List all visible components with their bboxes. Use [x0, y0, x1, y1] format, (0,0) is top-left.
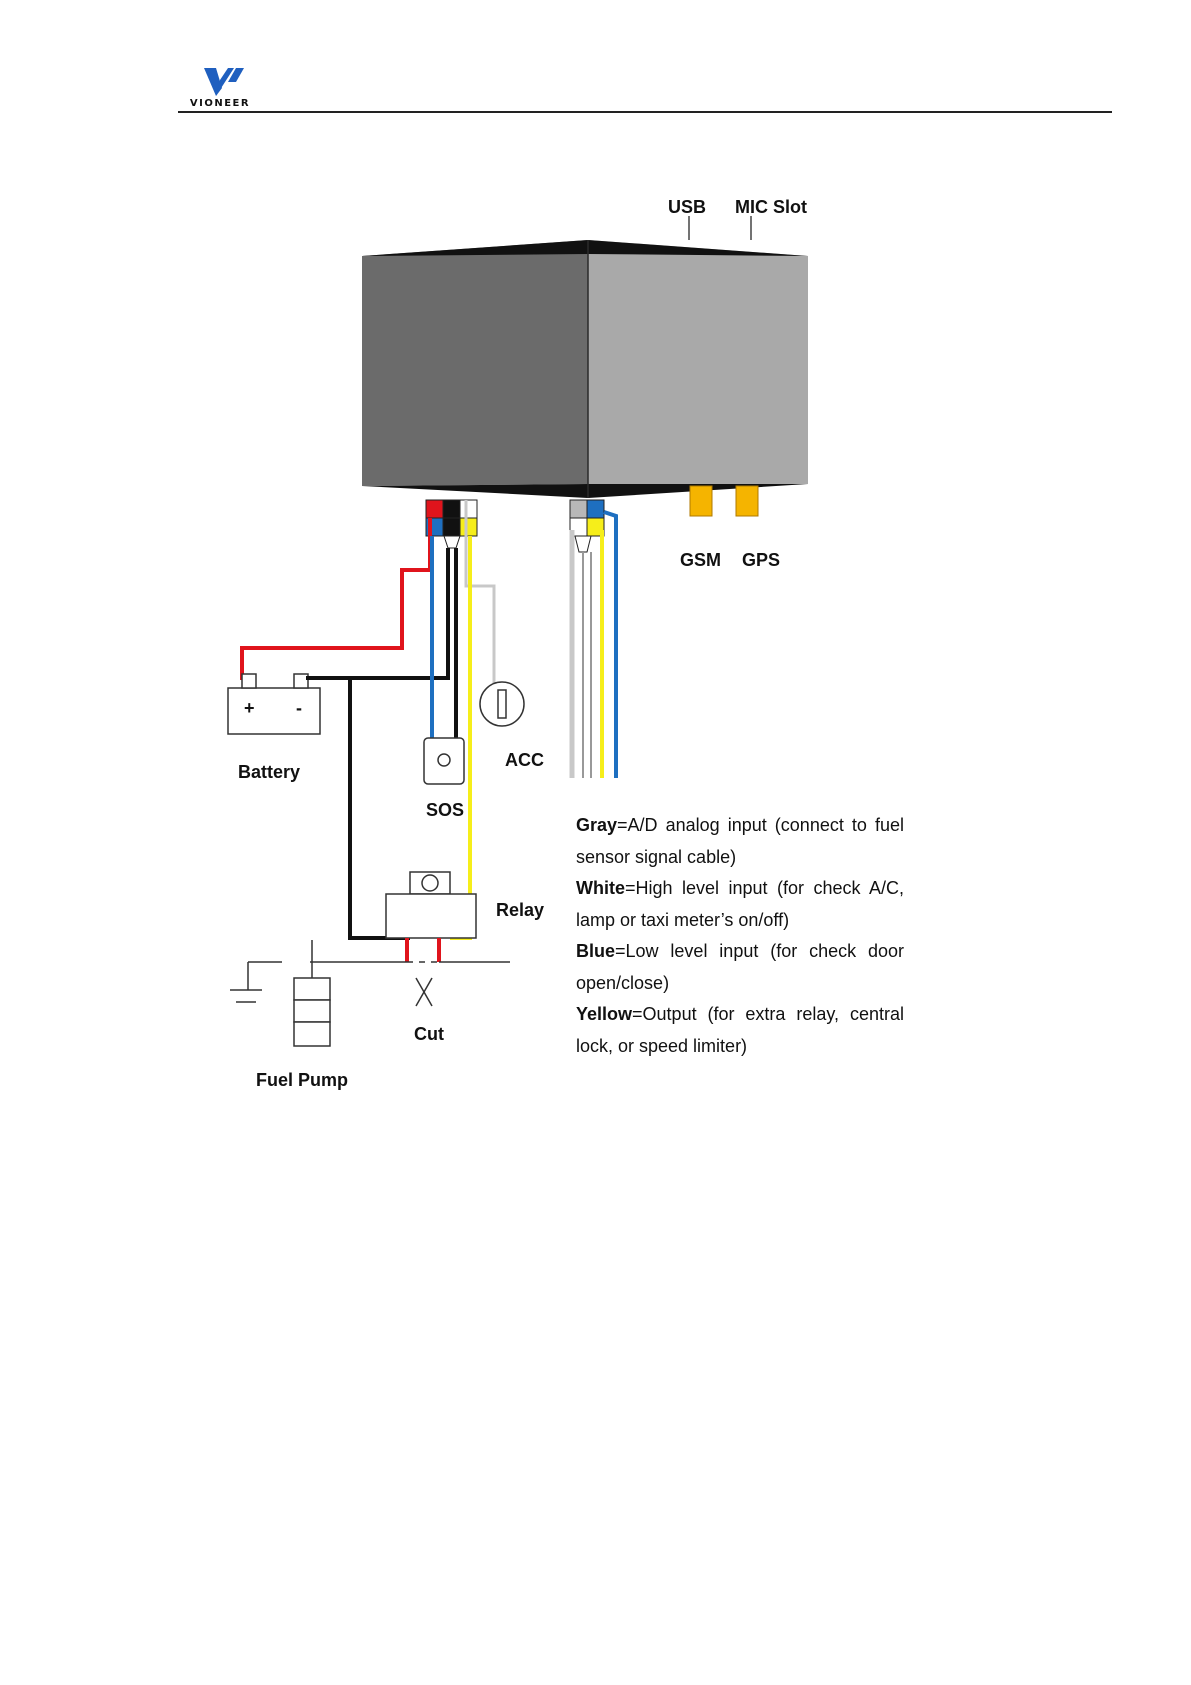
relay: [385, 871, 477, 939]
usb-label: USB: [668, 197, 706, 217]
gsm-label: GSM: [680, 550, 721, 570]
sos-label: SOS: [426, 800, 464, 820]
yellow-relay-wire: [450, 536, 472, 940]
fuel-pump: [293, 977, 331, 1047]
white-acc-wire: [464, 500, 496, 684]
header-rule: [178, 111, 1112, 113]
gps-label: GPS: [742, 550, 780, 570]
fuel-pump-label: Fuel Pump: [256, 1070, 348, 1090]
legend-description: =A/D analog input (connect to fuel senso…: [576, 815, 904, 867]
legend-description: =Low level input (for check door open/cl…: [576, 941, 904, 993]
acc-ignition-key: [479, 681, 525, 727]
red-power-wire: [240, 518, 432, 680]
legend-description: =Output (for extra relay, central lock, …: [576, 1004, 904, 1056]
battery: [227, 673, 321, 735]
relay-label: Relay: [496, 900, 544, 920]
legend-color-name: Blue: [576, 941, 616, 961]
logo-text: VIONEER: [189, 98, 251, 109]
acc-label: ACC: [505, 750, 544, 770]
gsm-connector: [689, 485, 713, 517]
io-harness-connector: [569, 499, 605, 553]
legend-item-blue: Blue=Low level input (for check door ope…: [576, 936, 904, 999]
battery-minus-label: -: [296, 698, 302, 718]
cut-mark: [415, 977, 433, 1007]
legend-item-white: White=High level input (for check A/C, l…: [576, 873, 904, 936]
vioneer-logo: VIONEER: [176, 66, 264, 112]
cut-label: Cut: [414, 1024, 444, 1044]
legend-item-gray: Gray=A/D analog input (connect to fuel s…: [576, 810, 904, 873]
legend-color-name: White: [576, 878, 625, 898]
mic-slot-label: MIC Slot: [735, 197, 807, 217]
legend-color-name: Yellow: [576, 1004, 633, 1024]
battery-plus-label: +: [244, 698, 255, 718]
legend-item-yellow: Yellow=Output (for extra relay, central …: [576, 999, 904, 1062]
wire-color-legend: Gray=A/D analog input (connect to fuel s…: [576, 810, 904, 1062]
legend-description: =High level input (for check A/C, lamp o…: [576, 878, 904, 930]
battery-label: Battery: [238, 762, 300, 782]
gps-connector: [735, 485, 759, 517]
fuel-pump-circuit: [230, 940, 510, 1003]
io-wires: [569, 510, 618, 778]
vioneer-logo-mark: [204, 68, 244, 96]
sos-button: [423, 737, 465, 785]
main-harness-connector: [425, 499, 478, 549]
tracker-device-box: [362, 240, 808, 498]
legend-color-name: Gray: [576, 815, 618, 835]
